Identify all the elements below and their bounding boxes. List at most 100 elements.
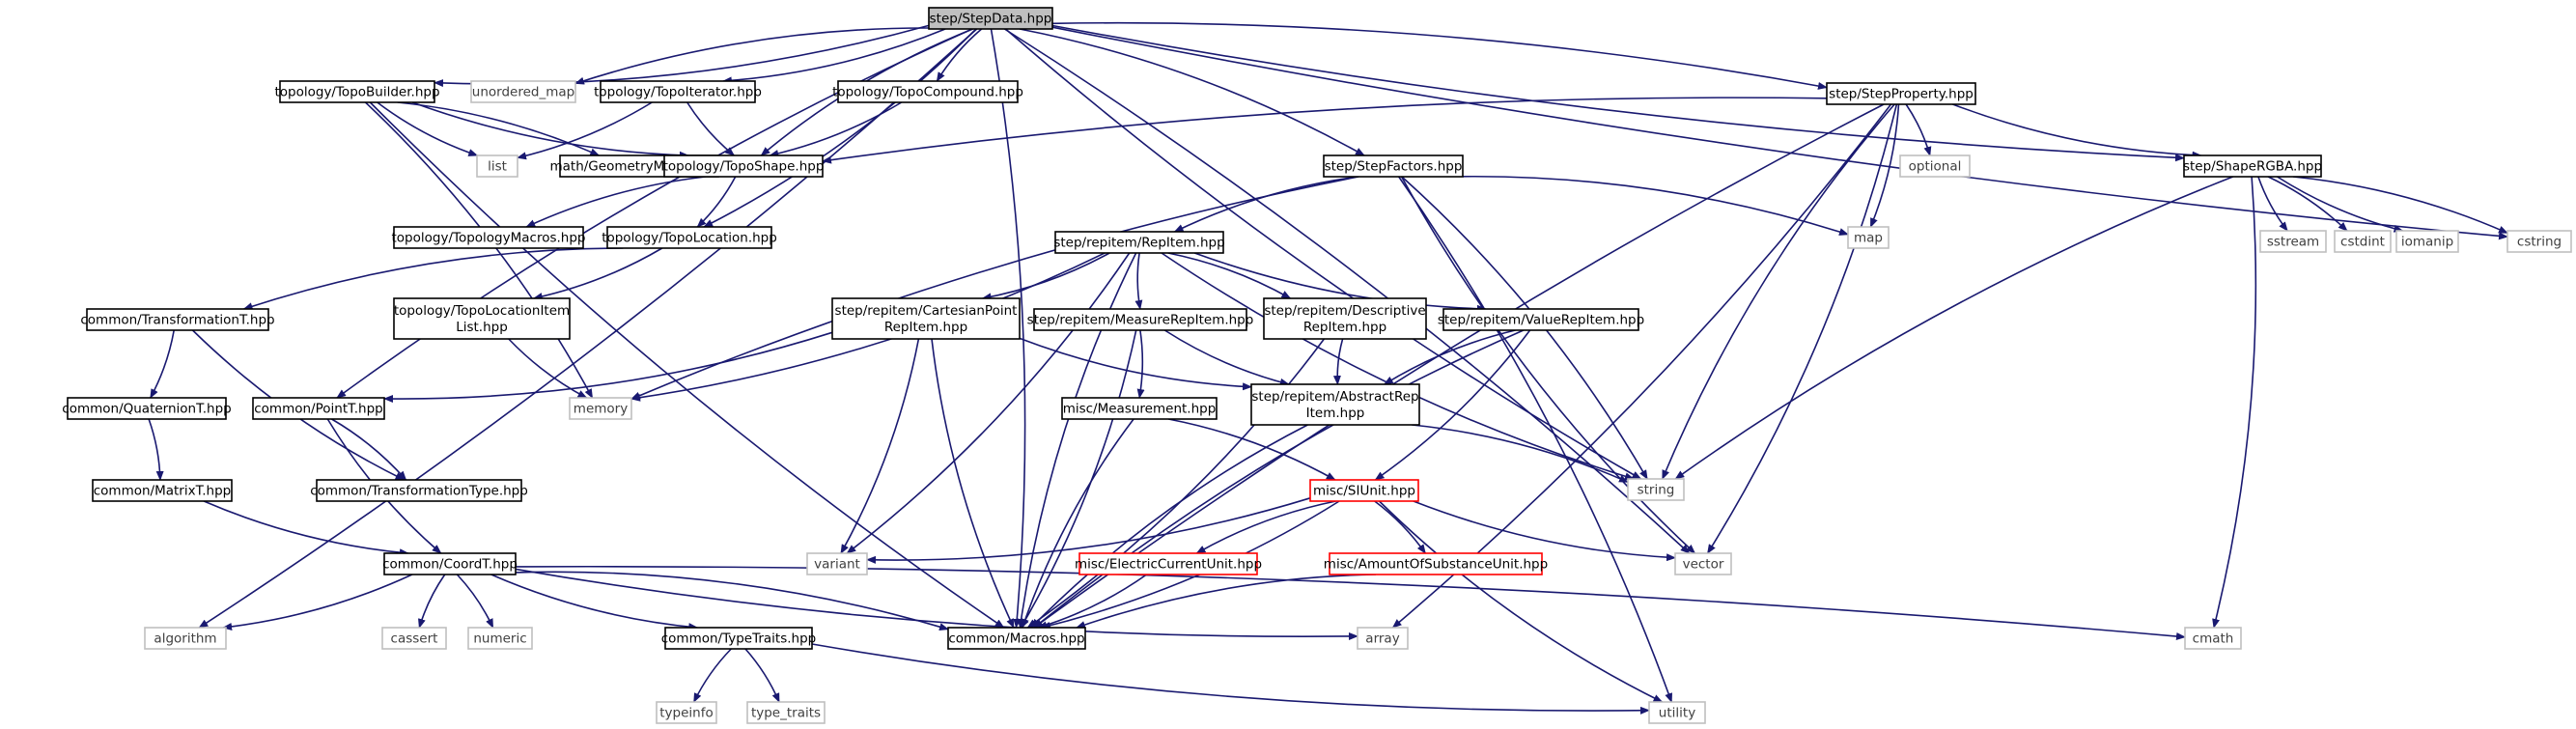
edge-abstractrep-to-macros	[1030, 424, 1308, 629]
node-pointt[interactable]: common/PointT.hpp	[252, 397, 385, 420]
node-label-shapergba: step/ShapeRGBA.hpp	[2183, 159, 2322, 175]
edge-quaterniont-to-matrixt	[148, 418, 164, 481]
node-label-measurerepitem: step/repitem/MeasureRepItem.hpp	[1027, 313, 1254, 328]
node-box-topocompound	[837, 80, 1019, 103]
edge-stepproperty-to-optional	[1905, 103, 1932, 156]
node-amountofsubstance[interactable]: misc/AmountOfSubstanceUnit.hpp	[1324, 552, 1548, 575]
edge-root-to-stepfactors	[1019, 28, 1365, 156]
edge-descriptive-to-abstractrep	[1332, 338, 1344, 385]
node-numeric: numeric	[467, 627, 533, 650]
node-cstdint: cstdint	[2334, 230, 2392, 253]
node-iomanip: iomanip	[2395, 230, 2459, 253]
node-repitem[interactable]: step/repitem/RepItem.hpp	[1053, 231, 1225, 254]
edge-coordt-to-typetraits	[490, 574, 699, 631]
node-label-abstractrep: Item.hpp	[1306, 406, 1365, 421]
edge-siunit-to-amountofsubstance	[1374, 500, 1426, 554]
edge-stepfactors-to-memory	[630, 176, 1359, 400]
node-topolocation[interactable]: topology/TopoLocation.hpp	[602, 226, 777, 249]
edge-siunit-to-utility	[1378, 500, 1664, 703]
edge-shapergba-to-cstring	[2292, 176, 2508, 235]
node-electriccurrent[interactable]: misc/ElectricCurrentUnit.hpp	[1075, 552, 1262, 575]
edge-root-to-macros	[990, 28, 1026, 629]
edge-shapergba-to-string	[1674, 176, 2233, 480]
node-box-vector	[1674, 552, 1732, 575]
edge-coordt-to-cassert	[418, 574, 446, 629]
edge-topoiterator-to-toposhape	[686, 101, 736, 156]
node-coordt[interactable]: common/CoordT.hpp	[382, 552, 518, 575]
node-box-utility	[1648, 701, 1706, 724]
node-measurement[interactable]: misc/Measurement.hpp	[1061, 397, 1218, 420]
node-siunit[interactable]: misc/SIUnit.hpp	[1309, 479, 1419, 502]
node-label-cmath: cmath	[2193, 631, 2234, 647]
node-memory: memory	[569, 397, 632, 420]
node-macros[interactable]: common/Macros.hpp	[947, 627, 1086, 650]
node-transformationt[interactable]: common/TransformationT.hpp	[80, 308, 275, 331]
node-label-map: map	[1854, 231, 1883, 246]
edge-repitem-to-measurerepitem	[1134, 252, 1143, 310]
edge-coordt-to-algorithm	[222, 574, 413, 631]
node-label-root: step/StepData.hpp	[930, 12, 1052, 27]
node-label-topobuilder: topology/TopoBuilder.hpp	[274, 85, 439, 100]
edge-root-to-stepproperty	[1051, 21, 1828, 90]
node-box-variant	[806, 552, 868, 575]
edge-root-to-string	[1004, 28, 1642, 480]
node-label-abstractrep: step/repitem/AbstractRep	[1251, 389, 1418, 405]
node-topologymacros[interactable]: topology/TopologyMacros.hpp	[392, 226, 586, 249]
node-map: map	[1847, 226, 1890, 249]
node-variant: variant	[806, 552, 868, 575]
node-box-valuerepitem	[1442, 308, 1639, 331]
edge-repitem-to-variant	[846, 252, 1131, 554]
node-label-array: array	[1365, 631, 1399, 647]
node-label-coordt: common/CoordT.hpp	[382, 557, 518, 573]
node-toposhape[interactable]: topology/TopoShape.hpp	[663, 154, 825, 178]
node-valuerepitem[interactable]: step/repitem/ValueRepItem.hpp	[1438, 308, 1644, 331]
edge-topolocation-to-topolocationitemlist	[532, 247, 663, 300]
node-box-typetraits	[664, 627, 813, 650]
node-box-topobuilder	[279, 80, 435, 103]
edge-root-to-topoiterator	[721, 28, 946, 85]
node-box-cstdint	[2334, 230, 2392, 253]
node-measurerepitem[interactable]: step/repitem/MeasureRepItem.hpp	[1027, 308, 1254, 331]
edge-root-to-cstring	[1051, 26, 2508, 240]
node-type_traits: type_traits	[746, 701, 826, 724]
node-typetraits[interactable]: common/TypeTraits.hpp	[661, 627, 817, 650]
edge-stepfactors-to-vector	[1400, 176, 1696, 554]
edge-cartesianpoint-to-pointt	[383, 331, 833, 404]
node-label-quaterniont: common/QuaternionT.hpp	[62, 402, 231, 417]
node-box-array	[1357, 627, 1409, 650]
node-stepproperty[interactable]: step/StepProperty.hpp	[1826, 82, 1976, 105]
node-utility: utility	[1648, 701, 1706, 724]
node-label-sstream: sstream	[2267, 235, 2319, 250]
node-box-type_traits	[746, 701, 826, 724]
node-topoiterator[interactable]: topology/TopoIterator.hpp	[594, 80, 762, 103]
node-topobuilder[interactable]: topology/TopoBuilder.hpp	[274, 80, 440, 103]
node-box-topologymacros	[393, 226, 584, 249]
edge-root-to-topocompound	[936, 28, 983, 82]
edge-topolocation-to-transformationt	[242, 247, 624, 310]
node-matrixt[interactable]: common/MatrixT.hpp	[92, 479, 233, 502]
node-topocompound[interactable]: topology/TopoCompound.hpp	[832, 80, 1023, 103]
node-box-map	[1847, 226, 1890, 249]
node-transformationtype[interactable]: common/TransformationType.hpp	[310, 479, 528, 502]
edge-coordt-to-numeric	[456, 574, 494, 629]
node-box-unordered_map	[470, 80, 576, 103]
node-label-topoiterator: topology/TopoIterator.hpp	[594, 85, 762, 100]
node-quaterniont[interactable]: common/QuaternionT.hpp	[62, 397, 232, 420]
node-shapergba[interactable]: step/ShapeRGBA.hpp	[2183, 154, 2322, 178]
node-box-stepfactors	[1323, 154, 1464, 178]
edge-topobuilder-to-list	[377, 101, 479, 156]
node-box-list	[476, 154, 518, 178]
node-label-pointt: common/PointT.hpp	[254, 402, 383, 417]
node-label-unordered_map: unordered_map	[472, 85, 574, 100]
edge-stepproperty-to-macros	[1033, 103, 1885, 629]
node-root[interactable]: step/StepData.hpp	[928, 7, 1053, 30]
node-stepfactors[interactable]: step/StepFactors.hpp	[1323, 154, 1464, 178]
edge-shapergba-to-cstdint	[2267, 176, 2348, 232]
node-box-amountofsubstance	[1329, 552, 1543, 575]
node-vector: vector	[1674, 552, 1732, 575]
